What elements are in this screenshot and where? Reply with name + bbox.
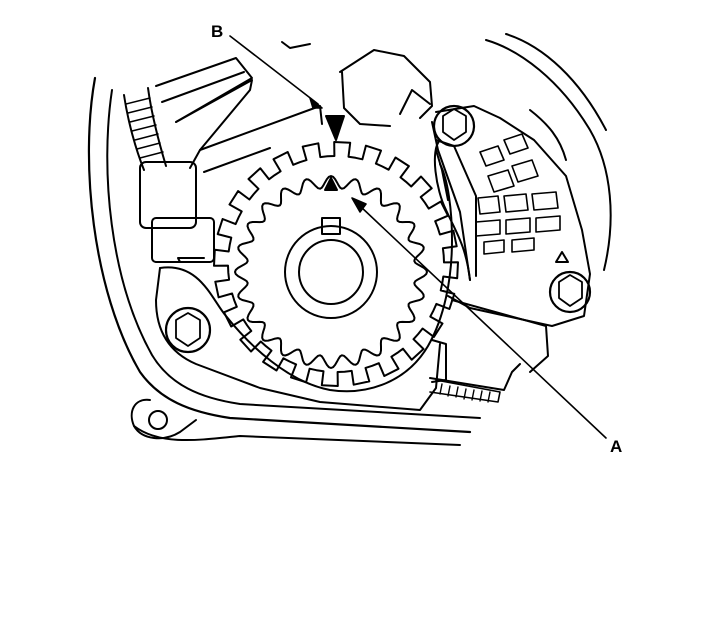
wire-harness: [123, 87, 215, 263]
lower-bolt: [548, 270, 592, 314]
upper-bracket: [155, 41, 433, 173]
timing-mark-b: [325, 115, 345, 141]
callout-label-b: B: [211, 22, 224, 41]
upper-bolt: [432, 104, 476, 148]
tensioner-assembly: [429, 33, 612, 403]
connector-clip: [151, 217, 215, 263]
leader-lines: [229, 35, 607, 439]
connector: [139, 161, 197, 229]
left-bolt: [164, 306, 212, 354]
engine-case-outline: [87, 76, 481, 446]
leader-line-b: [229, 35, 319, 105]
timing-mark-a: [324, 177, 338, 191]
leader-line-a: [359, 205, 607, 439]
keyway: [321, 217, 341, 235]
crank-sprocket: [234, 175, 428, 369]
outer-pulley: [213, 141, 459, 387]
callout-label-a: A: [610, 437, 623, 456]
belt-housing: [155, 89, 453, 411]
